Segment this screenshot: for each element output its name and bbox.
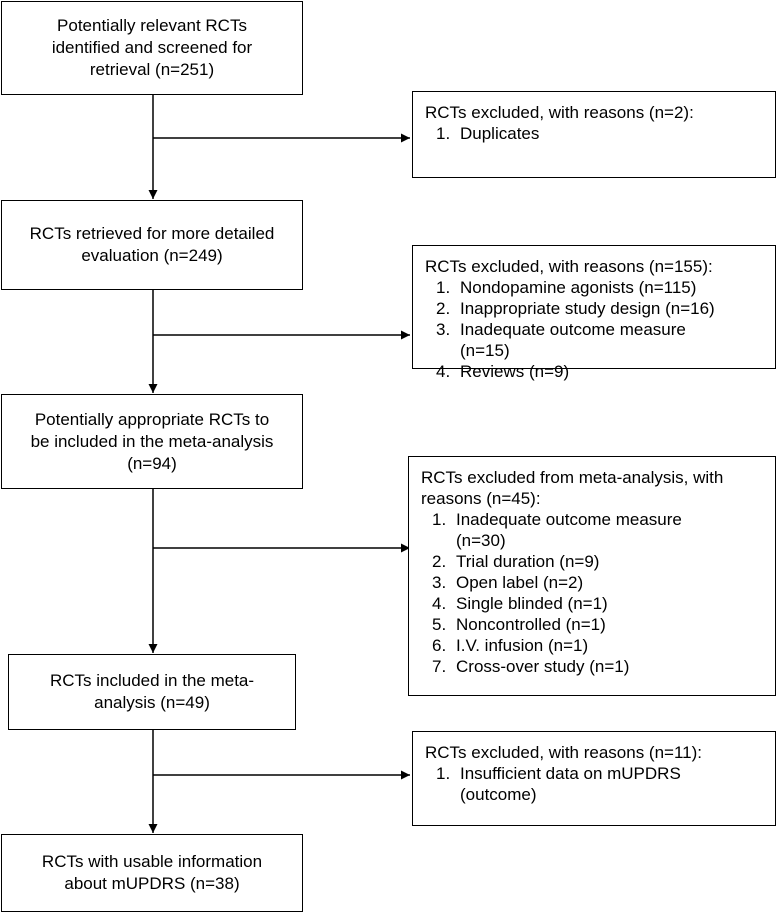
step-text-line: RCTs with usable information [41, 852, 263, 871]
flow-step-usable: RCTs with usable information about mUPDR… [1, 834, 303, 912]
step-text-line: analysis (n=49) [94, 693, 210, 712]
item-text: Nondopamine agonists (n=115) [460, 278, 697, 297]
flow-step-retrieved: RCTs retrieved for more detailed evaluat… [1, 200, 303, 290]
exclusion-list: 1. Duplicates [425, 123, 765, 144]
step-text-line: (n=94) [127, 453, 177, 473]
item-number: 6. [432, 636, 447, 655]
exclusion-heading-line: RCTs excluded, with reasons (n=11): [425, 743, 703, 762]
item-text: Open label (n=2) [456, 573, 584, 592]
step-text-line: Potentially relevant RCTs [57, 16, 247, 35]
exclusion-item: 1. Nondopamine agonists (n=115) [436, 277, 765, 298]
exclusion-list: 1. Nondopamine agonists (n=115) 2. Inappro… [425, 277, 765, 382]
exclusion-list: 1. Insufficient data on mUPDRS (outcome) [425, 763, 765, 805]
exclusion-heading: RCTs excluded from meta-analysis, with r… [421, 467, 765, 509]
step-text-line: about mUPDRS (n=38) [64, 874, 240, 893]
item-text: Trial duration (n=9) [456, 552, 600, 571]
exclusion-item: 6. I.V. infusion (n=1) [432, 635, 765, 656]
exclusion-heading-line: RCTs excluded, with reasons (n=155): [425, 257, 713, 276]
item-number: 2. [432, 552, 447, 571]
exclusion-heading: RCTs excluded, with reasons (n=11): [425, 742, 765, 763]
step-text-line: be included in the meta-analysis [30, 431, 274, 451]
item-number: 1. [432, 510, 447, 529]
item-number: 2. [436, 299, 451, 318]
exclusion-item: 1. Duplicates [436, 123, 765, 144]
item-number: 1. [436, 764, 451, 783]
item-text: I.V. infusion (n=1) [456, 636, 589, 655]
item-number: 4. [432, 594, 447, 613]
exclusion-item: 3. Open label (n=2) [432, 572, 765, 593]
exclusion-box-insufficient-data: RCTs excluded, with reasons (n=11): 1. In… [412, 731, 776, 826]
item-number: 1. [436, 278, 451, 297]
exclusion-item: 2. Trial duration (n=9) [432, 551, 765, 572]
item-text: Inadequate outcome measure (n=15) [460, 320, 686, 360]
item-number: 7. [432, 657, 447, 676]
item-number: 4. [436, 362, 451, 381]
exclusion-heading-line: RCTs excluded from meta-analysis, with [421, 468, 724, 487]
exclusion-heading-line: RCTs excluded, with reasons (n=2): [425, 103, 694, 122]
item-number: 3. [432, 573, 447, 592]
item-text: Reviews (n=9) [460, 362, 570, 381]
step-text-line: RCTs included in the meta- [49, 671, 255, 690]
flow-step-screened: Potentially relevant RCTs identified and… [1, 1, 303, 95]
exclusion-item: 1. Insufficient data on mUPDRS (outcome) [436, 763, 765, 805]
item-number: 1. [436, 124, 451, 143]
exclusion-item: 3. Inadequate outcome measure (n=15) [436, 319, 765, 361]
exclusion-item: 4. Single blinded (n=1) [432, 593, 765, 614]
exclusion-heading: RCTs excluded, with reasons (n=2): [425, 102, 765, 123]
exclusion-heading: RCTs excluded, with reasons (n=155): [425, 256, 765, 277]
exclusion-item: 5. Noncontrolled (n=1) [432, 614, 765, 635]
item-text: Inadequate outcome measure (n=30) [456, 510, 682, 550]
item-text: Single blinded (n=1) [456, 594, 608, 613]
step-text-line: identified and screened for [51, 38, 253, 57]
item-number: 3. [436, 320, 451, 339]
flow-step-included: RCTs included in the meta- analysis (n=4… [8, 654, 296, 730]
step-text-line: Potentially appropriate RCTs to [34, 409, 270, 429]
exclusion-heading-line: reasons (n=45): [421, 489, 541, 508]
flow-step-potentially-appropriate: Potentially appropriate RCTs to be inclu… [1, 394, 303, 489]
item-text: Cross-over study (n=1) [456, 657, 630, 676]
step-text-line: retrieval (n=251) [89, 60, 215, 79]
exclusion-box-screening: RCTs excluded, with reasons (n=155): 1. N… [412, 245, 776, 381]
exclusion-item: 1. Inadequate outcome measure (n=30) [432, 509, 765, 551]
item-text: Insufficient data on mUPDRS (outcome) [460, 764, 681, 804]
exclusion-item: 4. Reviews (n=9) [436, 361, 765, 382]
step-text-line: RCTs retrieved for more detailed [29, 224, 275, 243]
exclusion-item: 7. Cross-over study (n=1) [432, 656, 765, 677]
step-text-line: evaluation (n=249) [81, 246, 223, 265]
item-text: Duplicates [460, 124, 540, 143]
exclusion-list: 1. Inadequate outcome measure (n=30) 2. Tr… [421, 509, 765, 677]
item-text: Inappropriate study design (n=16) [460, 299, 715, 318]
exclusion-box-meta-analysis: RCTs excluded from meta-analysis, with r… [408, 456, 776, 696]
exclusion-item: 2. Inappropriate study design (n=16) [436, 298, 765, 319]
item-number: 5. [432, 615, 447, 634]
item-text: Noncontrolled (n=1) [456, 615, 606, 634]
exclusion-box-duplicates: RCTs excluded, with reasons (n=2): 1. Dup… [412, 91, 776, 178]
